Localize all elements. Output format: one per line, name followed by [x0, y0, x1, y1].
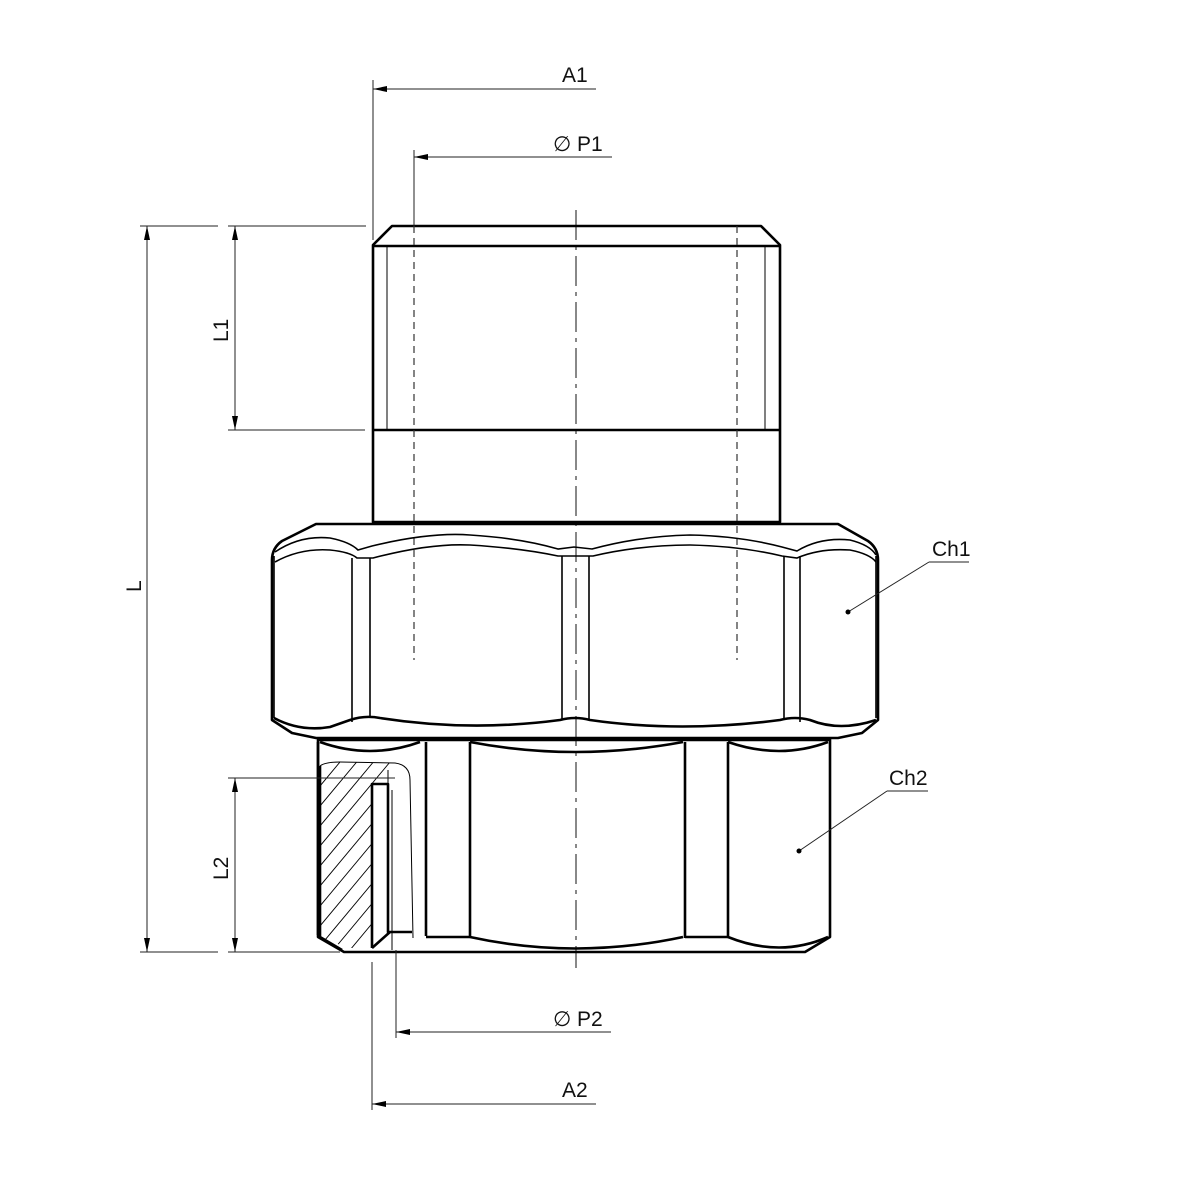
label-p1-symbol: ∅	[553, 133, 571, 156]
label-l: L	[123, 580, 146, 592]
dimension-p2: ∅ P2	[395, 950, 611, 1038]
label-p1: P1	[577, 133, 603, 156]
dimension-l1: L1	[210, 225, 366, 431]
callout-ch1: Ch1	[845, 538, 971, 615]
label-ch1: Ch1	[932, 538, 971, 561]
label-l1: L1	[210, 319, 233, 342]
dimension-l2: L2	[210, 777, 395, 953]
dimension-a2: A2	[371, 962, 596, 1110]
label-a1: A1	[562, 64, 588, 87]
label-ch2: Ch2	[889, 767, 928, 790]
callout-ch2: Ch2	[796, 767, 928, 854]
dimension-p1: ∅ P1	[413, 133, 612, 226]
label-l2: L2	[210, 857, 233, 880]
label-p2: P2	[577, 1008, 603, 1031]
label-p2-symbol: ∅	[553, 1008, 571, 1031]
dimension-l: L	[123, 225, 218, 953]
male-thread-spigot	[371, 224, 782, 660]
section-cut	[318, 761, 414, 952]
dimension-a1: A1	[372, 64, 596, 240]
label-a2: A2	[562, 1079, 588, 1102]
hex-body-ch2	[316, 738, 832, 954]
hex-body-ch1	[270, 522, 880, 740]
